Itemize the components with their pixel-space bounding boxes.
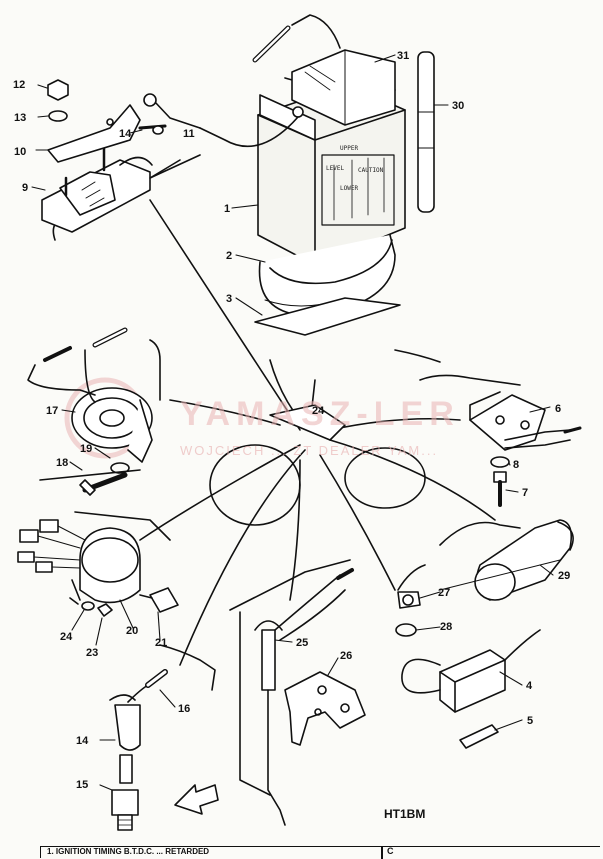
footer-table: 1. IGNITION TIMING B.T.D.C. ... RETARDED… xyxy=(40,846,600,859)
key xyxy=(139,587,179,613)
label-battery-band: 2 xyxy=(226,250,232,262)
label-washer: 8 xyxy=(513,459,519,471)
nut xyxy=(47,79,69,101)
label-battery: 1 xyxy=(224,203,230,215)
plug-cap-cord xyxy=(145,669,168,688)
label-nut: 12 xyxy=(13,79,25,91)
starter-relay xyxy=(41,146,181,233)
label-key: 21 xyxy=(155,637,167,649)
switch-nut xyxy=(97,603,113,617)
battery-plate xyxy=(254,297,401,336)
main-switch xyxy=(17,519,141,605)
fuse xyxy=(459,724,499,749)
neutral-switch xyxy=(254,568,354,826)
label-fuse: 5 xyxy=(527,715,533,727)
watermark-subtext: WOJCIECH ... ZT DEALER YAM... xyxy=(180,443,438,458)
gasket xyxy=(395,623,417,637)
footer-divider xyxy=(381,847,383,859)
label-switch-washer: 24 xyxy=(60,631,73,643)
label-coil-cover: 29 xyxy=(558,570,570,582)
bolt xyxy=(493,471,507,507)
label-horn: 17 xyxy=(46,405,58,417)
spark-plug xyxy=(111,754,139,831)
drawing-code: HT1BM xyxy=(384,807,425,821)
switch-washer xyxy=(81,601,95,611)
label-bracket: 26 xyxy=(340,650,352,662)
fwd-arrow xyxy=(174,784,219,815)
label-neutral-switch: 25 xyxy=(296,637,308,649)
label-switch-nut: 23 xyxy=(86,647,98,659)
label-spark-plug: 15 xyxy=(76,779,88,791)
label-starter-relay: 9 xyxy=(22,182,28,194)
label-rectifier: 6 xyxy=(555,403,561,415)
battery-text-upper: UPPER xyxy=(340,145,358,152)
label-washer-upper: 13 xyxy=(14,112,26,124)
coil-cover xyxy=(439,519,574,601)
label-thermo-switch: 27 xyxy=(438,587,450,599)
label-breather-pipe: 30 xyxy=(452,100,464,112)
label-gasket: 28 xyxy=(440,621,452,633)
label-battery-cover: 31 xyxy=(397,50,409,62)
label-plug-cap: 14 xyxy=(76,735,89,747)
battery-text-caution: CAUTION xyxy=(358,167,384,174)
washer xyxy=(490,456,510,468)
label-bolt: 7 xyxy=(522,487,528,499)
label-relay-bracket: 10 xyxy=(14,146,26,158)
label-screw: 11 xyxy=(183,128,195,140)
label-horn-washer: 19 xyxy=(80,443,92,455)
watermark-text: YAMASZ-LER xyxy=(180,395,460,433)
horn-bolt xyxy=(79,472,128,496)
battery-text-level: LEVEL xyxy=(326,165,344,172)
label-horn-bolt: 18 xyxy=(56,457,68,469)
label-plug-cap-cord: 16 xyxy=(178,703,190,715)
plug-cap xyxy=(109,684,149,751)
label-main-switch: 20 xyxy=(126,625,138,637)
horn xyxy=(27,327,153,463)
washer-upper xyxy=(48,110,68,122)
label-relay-connector: 14 xyxy=(119,128,132,140)
ignition-coil xyxy=(401,629,541,713)
footer-text: 1. IGNITION TIMING B.T.D.C. ... RETARDED xyxy=(47,847,210,856)
screw xyxy=(138,124,167,135)
breather-pipe xyxy=(417,51,435,213)
relay-bracket xyxy=(47,104,141,163)
footer-text-right: C xyxy=(387,846,394,856)
label-ignition-coil: 4 xyxy=(526,680,533,692)
battery-text-lower: LOWER xyxy=(340,185,358,192)
label-battery-plate: 3 xyxy=(226,293,232,305)
rectifier xyxy=(469,391,582,451)
horn-washer xyxy=(110,462,130,474)
battery-cover xyxy=(291,49,396,126)
thermo-switch xyxy=(397,591,421,609)
label-wire-clamp: 24 xyxy=(312,405,325,417)
bracket xyxy=(284,671,366,746)
